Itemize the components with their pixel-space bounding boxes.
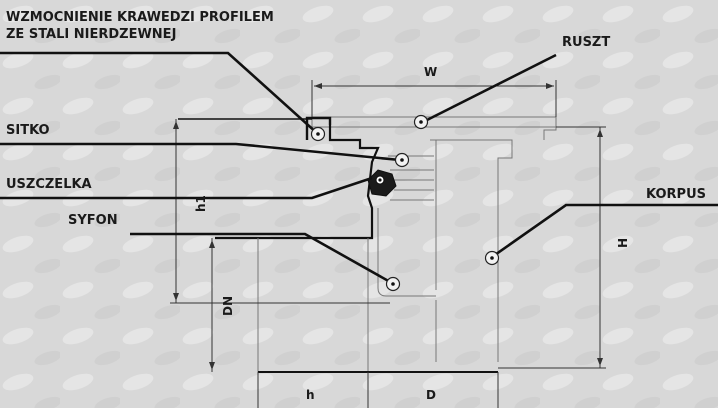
- trap-outline: [377, 208, 436, 297]
- drain-body: [178, 116, 557, 373]
- dimension-label-dn: DN: [221, 296, 235, 316]
- label-uszczelka: USZCZELKA: [6, 177, 92, 192]
- callout-marker-korpus: [484, 250, 500, 266]
- dimension-label-h1: h1: [194, 195, 208, 212]
- outlet-pipe: [257, 238, 369, 372]
- label-ruszt: RUSZT: [562, 35, 610, 50]
- body-outline: [430, 139, 513, 362]
- callout-marker-ruszt: [413, 114, 429, 130]
- dimension-label-h-upper: H: [616, 238, 630, 248]
- label-sitko: SITKO: [6, 123, 50, 138]
- grate-frame: [312, 126, 557, 140]
- callout-marker-uszczelka: [375, 175, 385, 185]
- dimension-label-h-lower: h: [306, 388, 315, 402]
- sieve-lines: [388, 155, 434, 201]
- dimension-label-d: D: [426, 388, 436, 402]
- label-wzmocnienie-line2: ZE STALI NIERDZEWNEJ: [6, 27, 176, 42]
- label-syfon: SYFON: [68, 213, 118, 228]
- label-wzmocnienie-line1: WZMOCNIENIE KRAWEDZI PROFILEM: [6, 10, 274, 25]
- dimension-label-w: W: [424, 65, 437, 79]
- callout-leaders: [0, 51, 718, 285]
- callout-marker-syfon: [385, 276, 401, 292]
- callout-marker-sitko: [394, 152, 410, 168]
- stainless-edge-profile: [305, 116, 332, 140]
- callout-marker-wzmocnienie: [310, 126, 326, 142]
- label-korpus: KORPUS: [646, 187, 706, 202]
- inner-funnel: [215, 125, 380, 240]
- dimension-lines: [170, 80, 606, 408]
